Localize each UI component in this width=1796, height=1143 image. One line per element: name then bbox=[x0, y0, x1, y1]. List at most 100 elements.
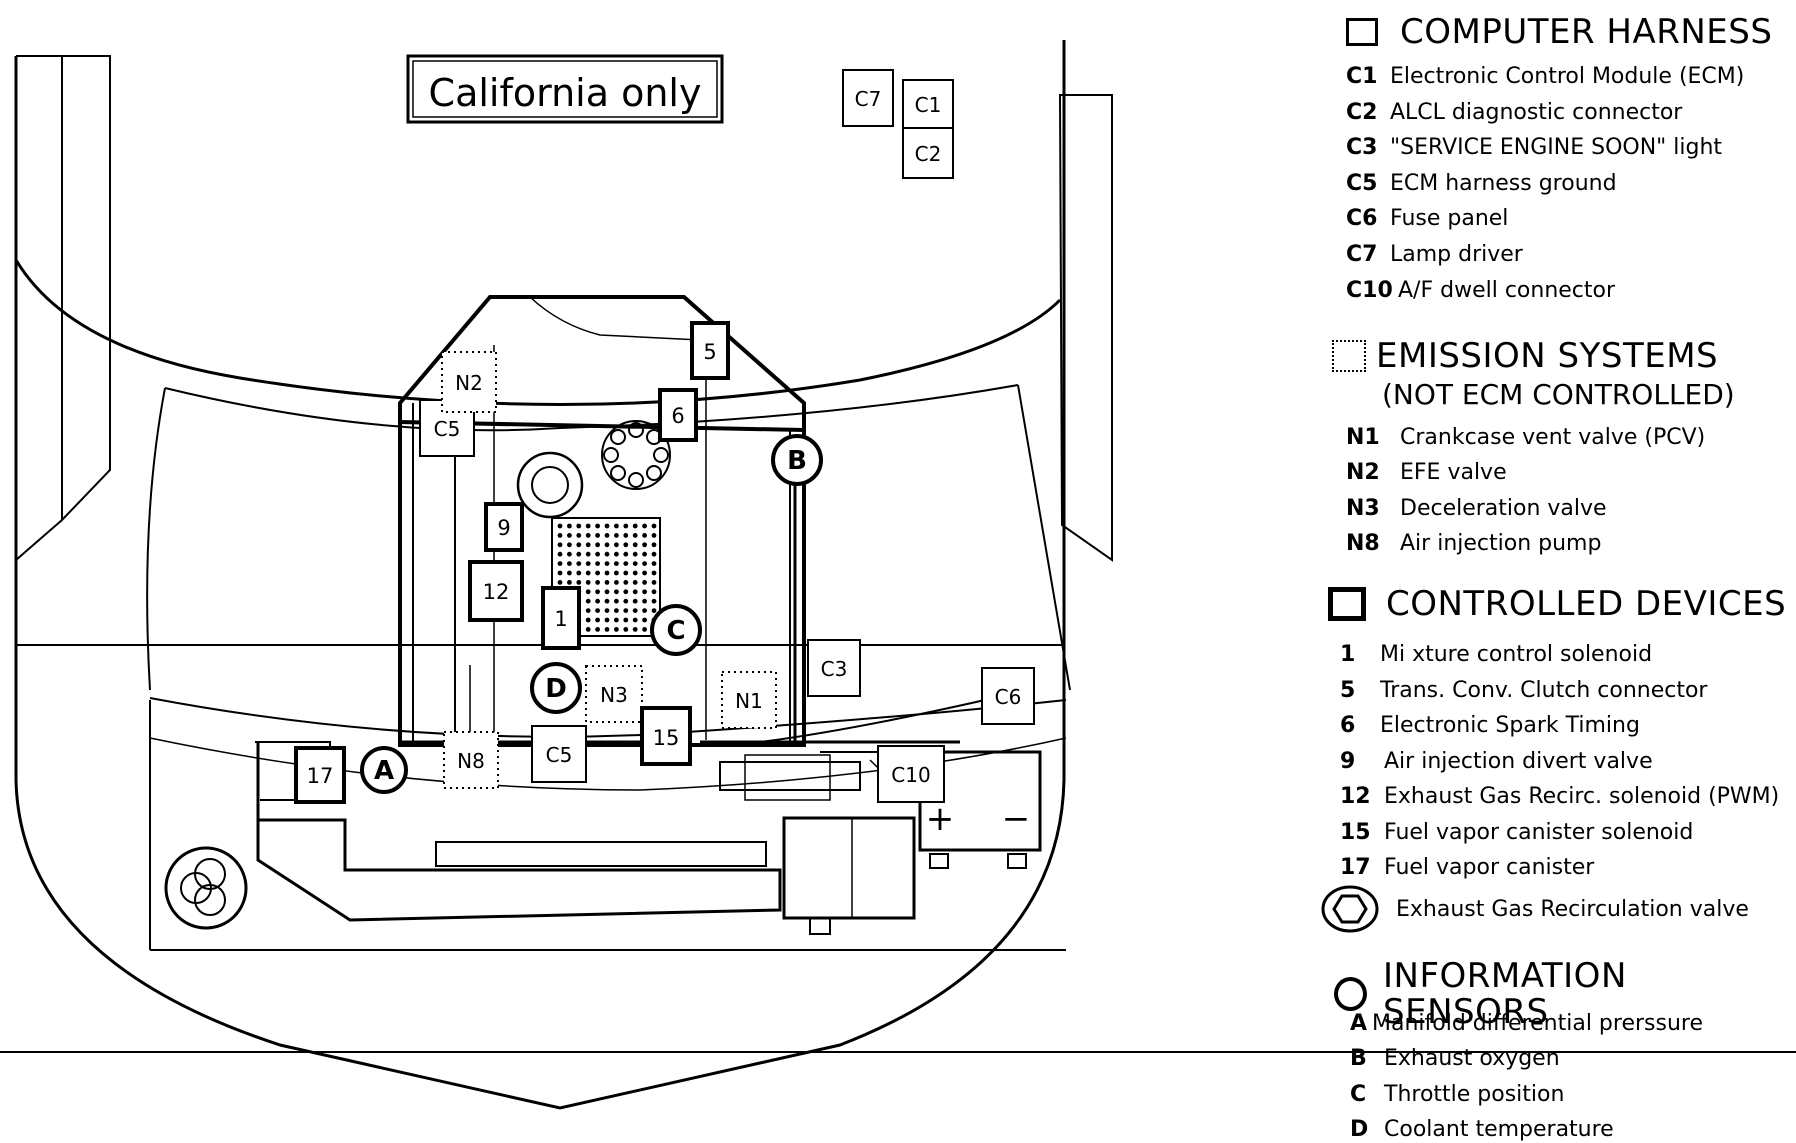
marker-c6 bbox=[981, 667, 1035, 725]
svg-text:D: D bbox=[545, 674, 567, 704]
marker-device-15 bbox=[640, 706, 692, 766]
carburetor-grid bbox=[557, 523, 657, 632]
marker-c7 bbox=[842, 69, 894, 127]
legend-egr-row: Exhaust Gas Recirculation valve bbox=[1320, 884, 1749, 934]
marker-n8 bbox=[443, 731, 499, 789]
thick-box-symbol bbox=[1328, 587, 1366, 621]
svg-text:N1: N1 bbox=[735, 689, 763, 713]
california-only-banner: California only bbox=[406, 54, 724, 124]
svg-text:C10: C10 bbox=[891, 763, 930, 787]
marker-sensor-b bbox=[771, 434, 823, 486]
marker-device-17 bbox=[294, 746, 346, 804]
marker-device-1 bbox=[541, 586, 581, 650]
battery-plus: + bbox=[926, 799, 955, 839]
svg-text:15: 15 bbox=[653, 726, 680, 750]
marker-device-5 bbox=[690, 321, 730, 380]
svg-text:A: A bbox=[374, 756, 394, 786]
list-item: C3"SERVICE ENGINE SOON" light bbox=[1346, 135, 1723, 160]
vapor-canister-body bbox=[164, 846, 248, 930]
svg-text:C1: C1 bbox=[915, 93, 942, 117]
svg-text:N3: N3 bbox=[600, 683, 628, 707]
marker-sensor-a bbox=[360, 746, 408, 794]
svg-text:C6: C6 bbox=[995, 685, 1022, 709]
svg-text:C5: C5 bbox=[434, 417, 461, 441]
marker-c10 bbox=[877, 745, 945, 803]
marker-c1 bbox=[902, 79, 954, 129]
svg-text:12: 12 bbox=[483, 580, 510, 604]
thin-box-symbol bbox=[1346, 18, 1378, 46]
circle-symbol bbox=[1334, 977, 1368, 1011]
svg-text:C5: C5 bbox=[546, 743, 573, 767]
svg-text:6: 6 bbox=[671, 404, 684, 428]
computer-harness-title: COMPUTER HARNESS bbox=[1400, 12, 1773, 52]
svg-text:B: B bbox=[787, 446, 807, 476]
emission-systems-subtitle: (NOT ECM CONTROLLED) bbox=[1382, 378, 1735, 411]
information-sensors-title: INFORMATION SENSORS bbox=[1383, 956, 1627, 1032]
battery-minus: − bbox=[1002, 799, 1031, 839]
marker-n2 bbox=[441, 351, 497, 413]
battery bbox=[918, 750, 1042, 852]
svg-text:C: C bbox=[666, 616, 685, 646]
marker-device-12 bbox=[468, 560, 524, 622]
svg-text:9: 9 bbox=[497, 516, 510, 540]
svg-text:C7: C7 bbox=[855, 87, 882, 111]
svg-text:C2: C2 bbox=[915, 142, 942, 166]
cowl-inner bbox=[164, 384, 1019, 432]
right-fender bbox=[1058, 94, 1113, 562]
starter-motor bbox=[782, 816, 916, 920]
svg-text:5: 5 bbox=[703, 340, 716, 364]
engine-outline bbox=[398, 295, 806, 747]
controlled-devices-title: CONTROLLED DEVICES bbox=[1386, 584, 1787, 624]
svg-text:1: 1 bbox=[554, 607, 567, 631]
svg-text:N2: N2 bbox=[455, 371, 483, 395]
legend-controlled-devices-header: CONTROLLED DEVICES bbox=[1328, 586, 1786, 622]
marker-c2 bbox=[902, 127, 954, 179]
legend-computer-harness-header: COMPUTER HARNESS bbox=[1346, 14, 1772, 50]
marker-n3 bbox=[585, 665, 643, 723]
marker-c3 bbox=[807, 639, 861, 697]
svg-text:C3: C3 bbox=[821, 657, 848, 681]
emission-systems-title: EMISSION SYSTEMS bbox=[1376, 336, 1719, 376]
marker-sensor-d bbox=[530, 662, 582, 714]
egr-label: Exhaust Gas Recirculation valve bbox=[1396, 896, 1749, 922]
marker-n1 bbox=[721, 671, 777, 729]
legend-information-sensors-header: INFORMATION SENSORS bbox=[1334, 958, 1788, 1030]
egr-valve-icon bbox=[1321, 885, 1379, 933]
marker-device-6 bbox=[658, 388, 698, 442]
marker-device-9 bbox=[484, 502, 524, 552]
svg-text:N8: N8 bbox=[457, 749, 485, 773]
svg-text:17: 17 bbox=[307, 764, 334, 788]
marker-c5-bottom bbox=[531, 725, 587, 783]
left-fender bbox=[61, 55, 111, 523]
distributor bbox=[601, 420, 671, 490]
body-outline bbox=[14, 40, 1066, 1110]
legend-emission-systems-header: EMISSION SYSTEMS bbox=[1332, 338, 1718, 374]
cowl-outer bbox=[14, 259, 1062, 406]
banner-text: California only bbox=[429, 71, 702, 115]
dotted-box-symbol bbox=[1332, 340, 1366, 372]
marker-sensor-c bbox=[650, 604, 702, 656]
